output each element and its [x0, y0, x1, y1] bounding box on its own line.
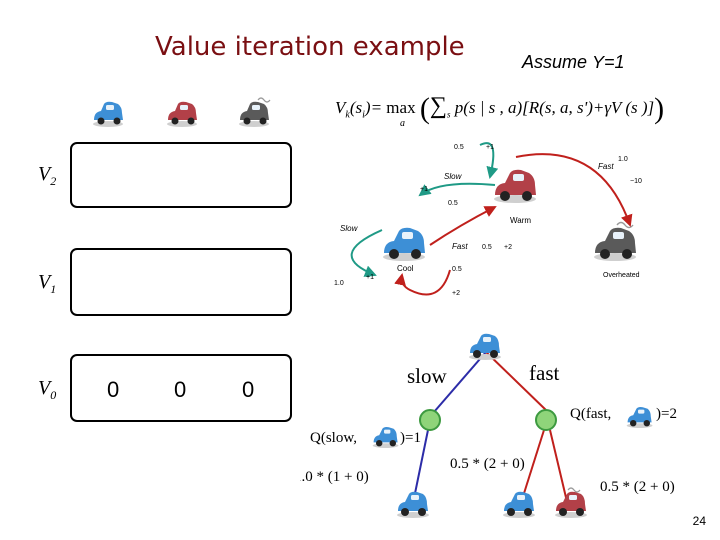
action-slow-label: slow [407, 364, 448, 388]
slide-title: Value iteration example [155, 32, 465, 62]
mdp-overheated-car-icon [594, 221, 636, 261]
label-overheated: Overheated [603, 272, 640, 279]
edge-fast-outcome-2 [549, 429, 569, 507]
arrow-cool-fast-to-warm [429, 206, 497, 246]
page-number: 24 [692, 514, 706, 528]
v0-cool-value: 0 [107, 377, 120, 402]
row-label-v1: V1 [38, 271, 57, 296]
num-p10-fast: 1.0 [618, 156, 628, 163]
expr-fast-2: 0.5 * (2 + 0) [600, 479, 675, 495]
leaf-warm-car-icon [555, 487, 587, 518]
num-r1-topright: +1 [486, 144, 494, 151]
v0-warm-value: 0 [174, 377, 187, 402]
arrow-cool-slow-self [350, 229, 383, 277]
edge-slow [433, 351, 487, 413]
car-overheated-icon [239, 97, 271, 127]
assumption-text: Assume Υ=1 [522, 52, 625, 72]
label-warm: Warm [510, 216, 531, 225]
arrow-warm-slow-to-cool [418, 182, 496, 197]
row-label-v2: V2 [38, 163, 57, 188]
bellman-max-subscript: a [400, 118, 405, 129]
v2-row-box [70, 142, 292, 208]
chance-node-slow [419, 409, 441, 431]
q-slow-label: Q(slow, [310, 430, 357, 446]
num-p05-bottom: 0.5 [452, 266, 462, 273]
label-fast-top: Fast [598, 162, 614, 171]
action-fast-label: fast [529, 361, 559, 385]
q-fast-car-icon [626, 407, 653, 428]
num-r10-fast: −10 [630, 178, 642, 185]
mdp-diagram: Slow Fast Warm Slow Cool Fast Overheated… [334, 142, 642, 297]
arrow-cool-fast-self [394, 269, 451, 296]
q-slow-value: )=1 [400, 430, 421, 446]
expr-fast-1: 0.5 * (2 + 0) [450, 456, 525, 472]
expectimax-tree: slow fast Q(fast, )=2 Q(slow, )=1 1.0 * … [300, 333, 677, 518]
edge-fast [485, 351, 549, 413]
num-r1-left: +1 [366, 274, 374, 281]
num-p10-left: 1.0 [334, 280, 344, 287]
arrow-warm-slow-self [479, 142, 499, 179]
leaf-cool-car-icon-2 [503, 491, 535, 518]
v1-row-box [70, 248, 292, 316]
num-r2-bottom: +2 [452, 290, 460, 297]
mdp-cool-car-icon [383, 227, 425, 261]
q-slow-car-icon [372, 427, 399, 448]
state-icons-header [93, 97, 271, 127]
bellman-equation: Vk(si)= max (∑s p(s | s , a)[R(s, a, s')… [335, 92, 665, 125]
num-p05-top: 0.5 [454, 144, 464, 151]
tree-root-car-icon [469, 333, 501, 360]
label-slow-top: Slow [444, 172, 463, 181]
leaf-cool-car-icon [397, 491, 429, 518]
v0-row-box [70, 354, 292, 422]
mdp-warm-car-icon [494, 169, 536, 203]
label-fast-bottom: Fast [452, 242, 468, 251]
expr-slow: 1.0 * (1 + 0) [300, 469, 369, 485]
arrow-warm-fast-to-overheated [515, 153, 633, 227]
chance-node-fast [535, 409, 557, 431]
num-r2-fast: +2 [504, 244, 512, 251]
num-p05-fast: 0.5 [482, 244, 492, 251]
q-fast-value: )=2 [656, 406, 677, 422]
car-warm-icon [167, 101, 197, 127]
v0-overheated-value: 0 [242, 377, 255, 402]
car-cool-icon [93, 101, 123, 127]
q-fast-label: Q(fast, [570, 406, 611, 422]
num-r1-top: +1 [420, 186, 428, 193]
num-p05-mid: 0.5 [448, 200, 458, 207]
label-cool: Cool [397, 264, 414, 273]
row-label-v0: V0 [38, 377, 57, 402]
label-slow-left: Slow [340, 224, 359, 233]
